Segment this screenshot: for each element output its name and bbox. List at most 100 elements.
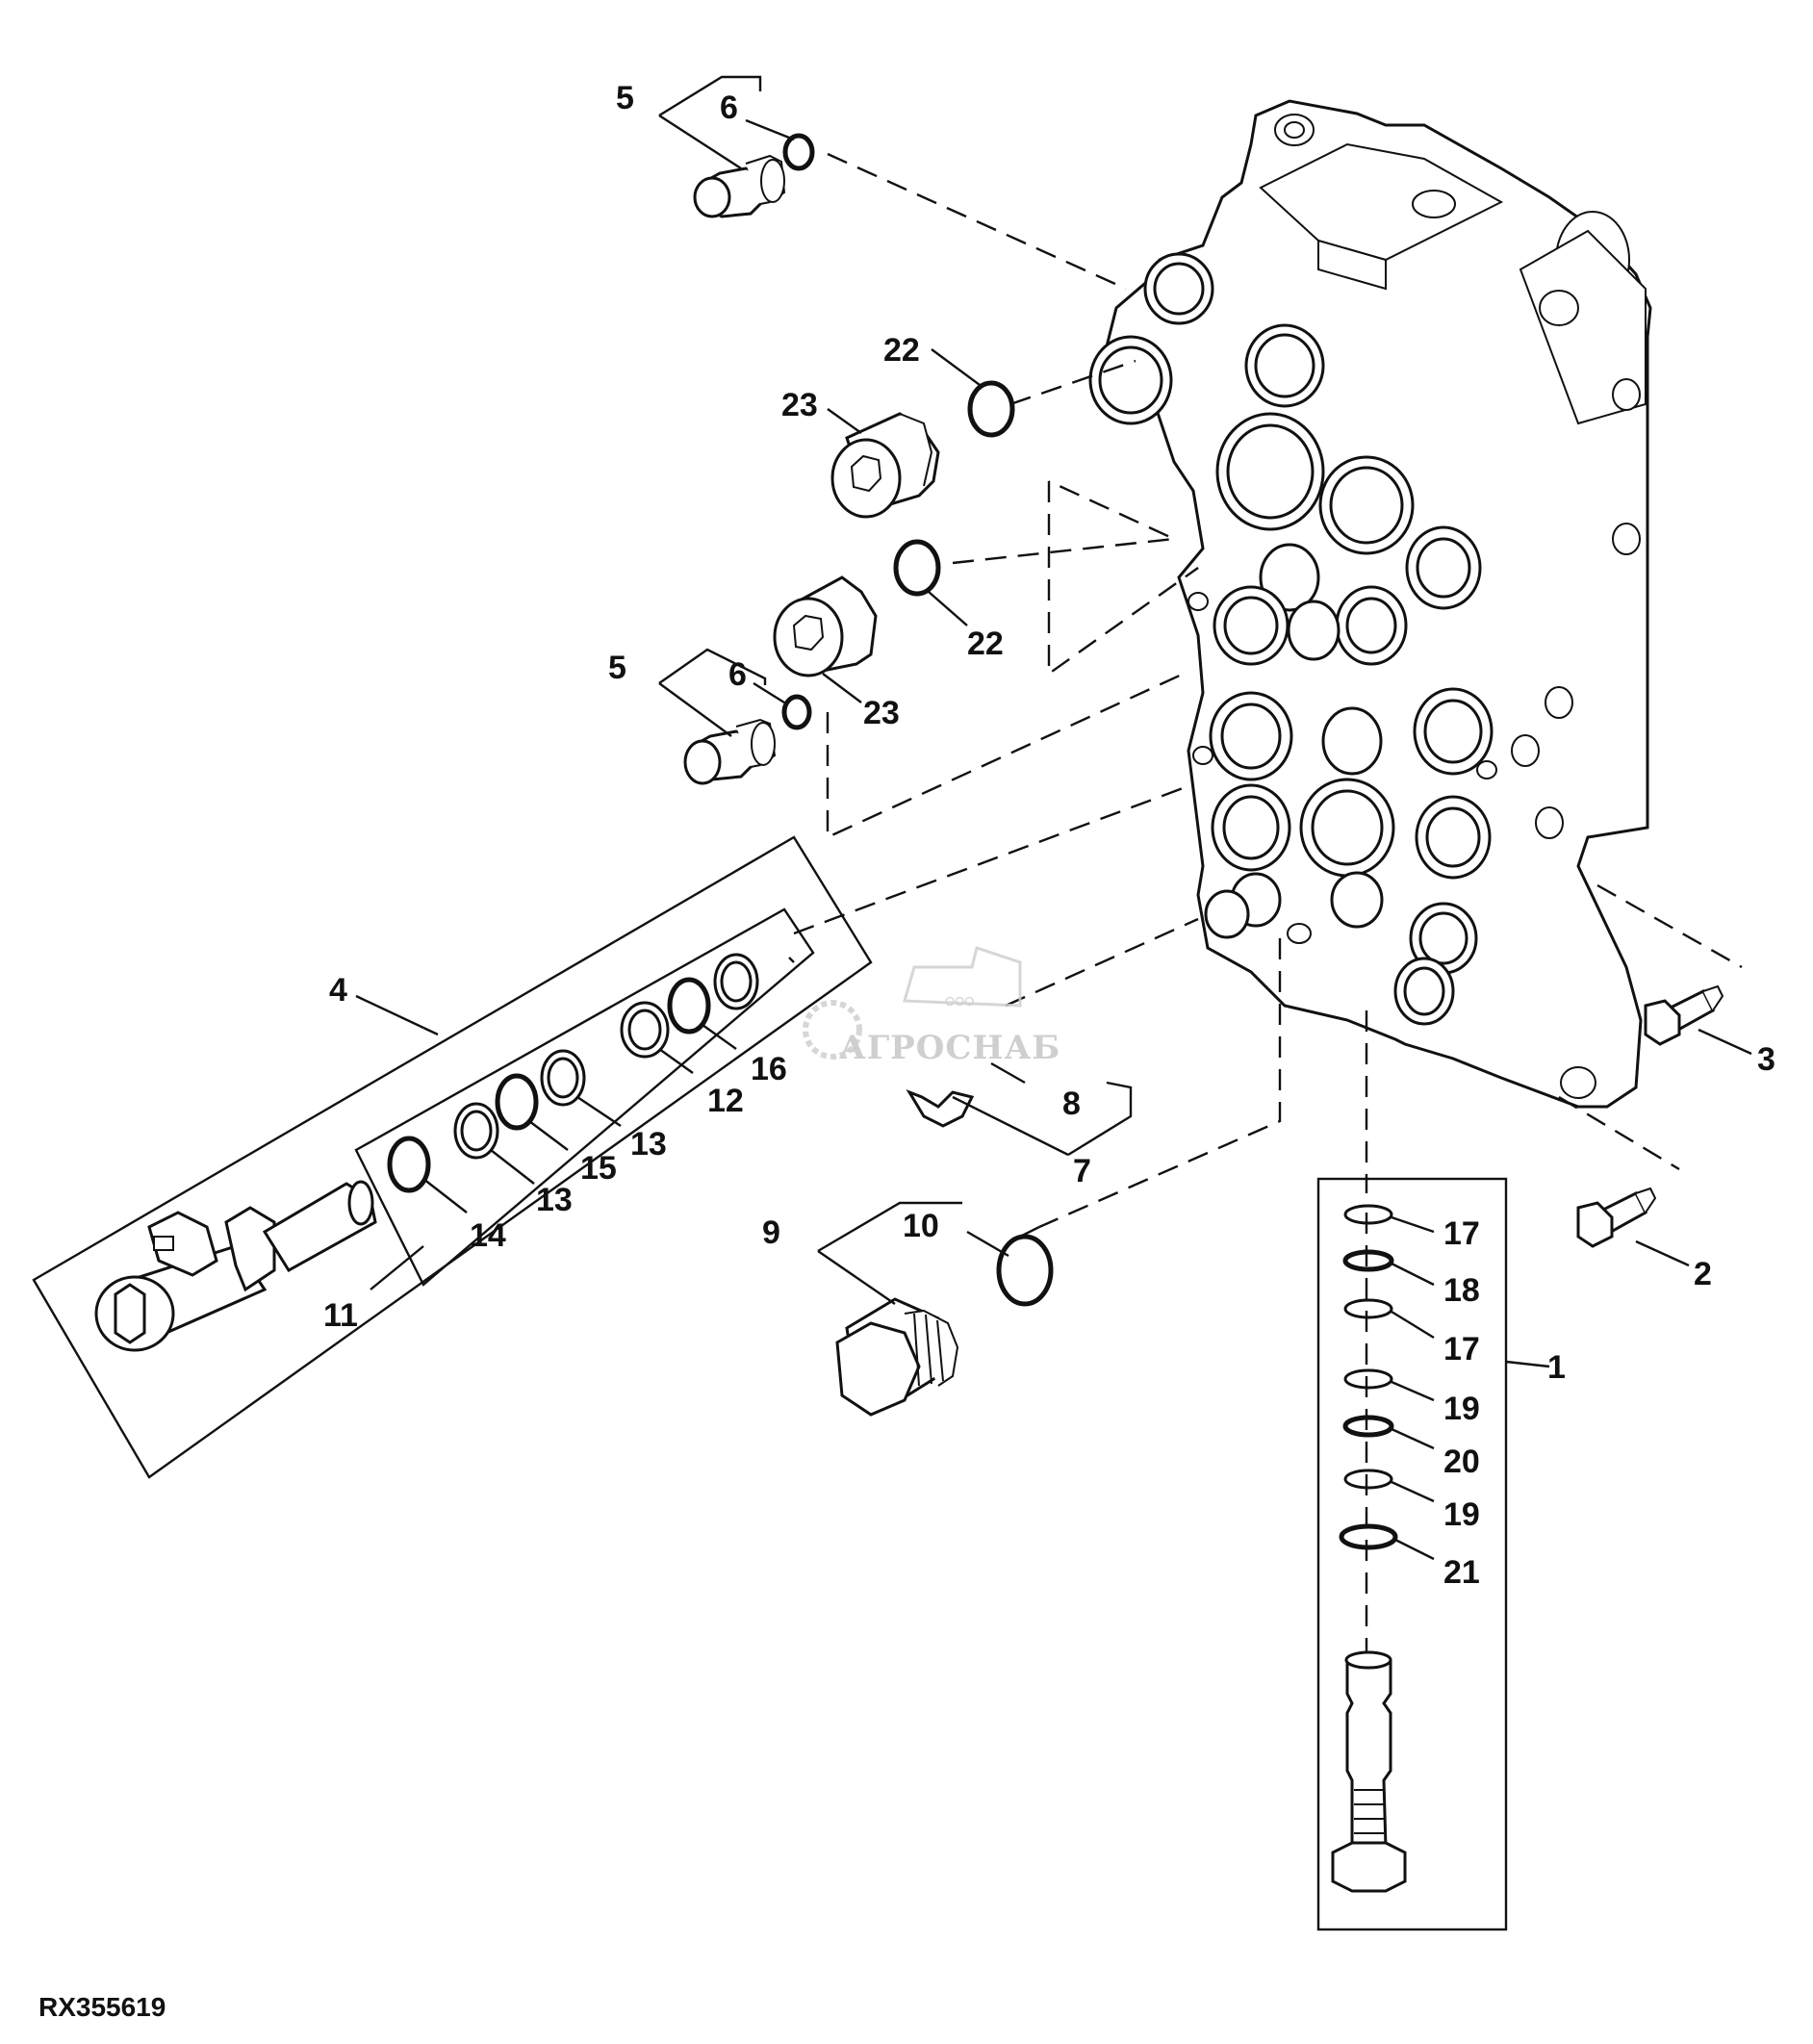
- leader-22a: [931, 348, 981, 386]
- leader-3: [1698, 1028, 1752, 1056]
- ring-17b: [1343, 1298, 1393, 1319]
- callout-15: 15: [580, 1150, 617, 1187]
- callout-19b: 19: [1443, 1496, 1480, 1533]
- o-ring-22-lower: [893, 539, 941, 597]
- seal-13a-inner: [460, 1110, 493, 1152]
- kit-4-frame: [32, 835, 873, 1479]
- clip-7: [906, 1089, 975, 1128]
- leader-2: [1635, 1239, 1690, 1267]
- callout-14: 14: [470, 1217, 506, 1254]
- callout-18: 18: [1443, 1272, 1480, 1309]
- callout-22-lower: 22: [967, 626, 1004, 662]
- ring-20: [1342, 1415, 1394, 1438]
- leader-21: [1394, 1538, 1435, 1561]
- o-ring-22-upper: [967, 380, 1015, 438]
- bracket-9-10: [817, 1201, 962, 1253]
- callout-12: 12: [707, 1083, 744, 1119]
- callout-17b: 17: [1443, 1331, 1480, 1367]
- seal-16b-inner: [720, 960, 753, 1003]
- watermark-brand: АГРОСНАБ: [839, 1029, 1060, 1067]
- leader-23a: [827, 408, 862, 434]
- seal-13b: [540, 1049, 586, 1107]
- leader-12: [658, 1048, 694, 1074]
- plug-9: [835, 1297, 959, 1417]
- leader-15: [528, 1120, 569, 1151]
- sensor-plug-mid: [683, 718, 777, 785]
- plug-23-lower: [773, 575, 878, 677]
- leader-19b: [1391, 1480, 1435, 1503]
- callout-22-upper: 22: [883, 332, 920, 369]
- o-ring-6-top: [782, 133, 815, 171]
- plug-23-upper: [830, 412, 940, 519]
- seal-16b: [713, 953, 759, 1010]
- o-ring-15: [495, 1073, 539, 1131]
- o-ring-14: [387, 1136, 431, 1193]
- ring-21: [1339, 1523, 1398, 1550]
- o-ring-16: [667, 977, 711, 1035]
- leader-6b: [753, 681, 785, 704]
- callout-4: 4: [329, 972, 347, 1009]
- callout-16: 16: [751, 1051, 787, 1087]
- leader-23b: [822, 673, 862, 703]
- solenoid-valve: [94, 1180, 377, 1352]
- figure-id: RX355619: [38, 1992, 166, 2022]
- seal-13b-inner: [547, 1057, 579, 1099]
- leader-1: [1505, 1360, 1550, 1368]
- leader-7: [952, 1095, 1069, 1157]
- callout-23-upper: 23: [781, 387, 818, 423]
- callout-19a: 19: [1443, 1391, 1480, 1427]
- callout-6-mid: 6: [728, 656, 747, 693]
- o-ring-10: [996, 1234, 1054, 1307]
- callout-9: 9: [762, 1214, 780, 1251]
- callout-2: 2: [1694, 1256, 1712, 1292]
- leader-11: [370, 1245, 424, 1290]
- callout-17a: 17: [1443, 1215, 1480, 1252]
- seal-12: [620, 1001, 670, 1059]
- callout-10: 10: [903, 1208, 939, 1244]
- kit-11-frame: [354, 907, 815, 1287]
- valve-housing: [1088, 99, 1652, 1109]
- callout-3: 3: [1757, 1041, 1775, 1078]
- leader-14: [422, 1178, 468, 1214]
- leader-19a: [1391, 1380, 1435, 1402]
- kit-1-frame: [1316, 1177, 1508, 1931]
- bracket-5b: [658, 648, 767, 685]
- callout-21: 21: [1443, 1554, 1480, 1591]
- leader-9: [817, 1250, 896, 1305]
- bolt-3: [1644, 984, 1724, 1046]
- callout-6-top: 6: [720, 89, 738, 126]
- leader-22b: [928, 591, 968, 626]
- seal-13a: [453, 1102, 499, 1160]
- bracket-7-8: [1067, 1081, 1133, 1157]
- leader-5a: [658, 114, 742, 170]
- leader-13b: [576, 1096, 622, 1127]
- leader-18: [1391, 1262, 1435, 1287]
- callout-13b: 13: [630, 1126, 667, 1163]
- ring-19b: [1343, 1469, 1393, 1490]
- callout-5-top: 5: [616, 80, 634, 116]
- bracket-5a: [658, 75, 762, 117]
- callout-11: 11: [323, 1297, 358, 1334]
- leader-4: [355, 994, 439, 1036]
- callout-13a: 13: [536, 1182, 573, 1218]
- leader-16: [702, 1024, 737, 1050]
- leader-10: [966, 1230, 1009, 1258]
- leader-20: [1391, 1427, 1435, 1450]
- watermark-logo: ООО АГРОСНАБ: [803, 946, 1060, 1067]
- callout-5-mid: 5: [608, 650, 626, 686]
- watermark-prefix: ООО: [945, 994, 974, 1009]
- relief-valve-cartridge: [1331, 1650, 1407, 1893]
- callout-1: 1: [1547, 1349, 1566, 1386]
- bolt-2: [1576, 1187, 1657, 1248]
- callout-23-lower: 23: [863, 695, 900, 731]
- sensor-plug-top: [693, 154, 786, 218]
- leader-5b: [658, 682, 732, 737]
- ring-18: [1342, 1249, 1394, 1272]
- callout-labels: 1 2 3 4 5 5 6 6 7 8 9 10 11 12 13 13 14 …: [38, 80, 1775, 2022]
- o-ring-6-mid: [781, 694, 812, 730]
- ring-19a: [1343, 1368, 1393, 1390]
- leader-8: [990, 1061, 1026, 1085]
- callout-8: 8: [1062, 1086, 1081, 1122]
